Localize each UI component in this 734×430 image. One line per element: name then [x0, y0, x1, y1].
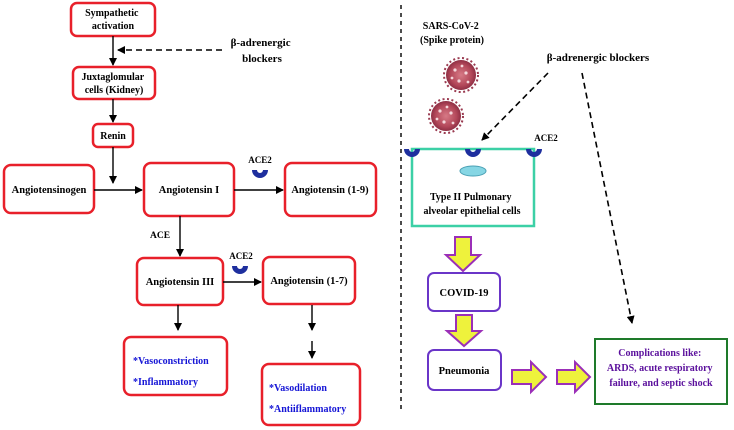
cell-label-line2: alveolar epithelial cells [423, 206, 520, 217]
complications-line1: Complications like: [618, 348, 701, 359]
covid-19-box [427, 272, 501, 312]
complications-line2: ARDS, acute respiratory [607, 363, 713, 374]
svg-text:Type II Pulmonary alveolar: Type II Pulmonary alveolar epithelial ce… [423, 192, 520, 217]
ace2-mid-label: ACE2 [229, 251, 253, 261]
angiotensinogen-label: Angiotensinogen [12, 185, 87, 196]
renin-label: Renin [100, 131, 126, 142]
svg-text:*Vasoconstriction *Inflamm: *Vasoconstriction *Inflammatory [133, 356, 211, 388]
angiotensinogen-box [2, 163, 96, 215]
angiotensin-1-7-label: Angiotensin (1-7) [270, 276, 348, 287]
juxtaglomular-line2: cells (Kidney) [85, 85, 144, 96]
beta-blocker-to-cell-arrow [481, 72, 549, 141]
ace2-top-label: ACE2 [248, 155, 272, 165]
svg-text:β-adrenergic blockers: β-adrenergic blockers [231, 37, 294, 65]
cell-nucleus-icon [459, 165, 487, 177]
effect-vasoconstriction: *Vasoconstriction [133, 356, 209, 367]
angiotensin-1-label: Angiotensin I [159, 185, 219, 196]
effects-left-box [122, 335, 229, 397]
beta-blockers-right-label: β-adrenergic blockers [547, 52, 650, 64]
block-arrow-right-2 [556, 359, 592, 395]
pneumonia-box [427, 349, 502, 391]
complications-line3: failure, and septic shock [609, 378, 713, 389]
beta-blockers-left-line2: blockers [242, 53, 282, 65]
virus-particle-bottom-icon [428, 98, 464, 134]
svg-text:SARS-CoV-2 (Spike protein): SARS-CoV-2 (Spike protein) [420, 21, 484, 46]
block-arrow-down-1 [443, 236, 483, 273]
angiotensin-1-9-label: Angiotensin (1-9) [291, 185, 369, 196]
svg-text:*Vasodilation *Antiiflamma: *Vasodilation *Antiiflammatory [269, 383, 346, 415]
juxtaglomular-line1: Juxtaglomular [81, 72, 144, 83]
ace2-receptor-icon [252, 170, 268, 178]
juxtaglomular-box [71, 65, 157, 101]
ace2-receptor-right-icon [526, 149, 542, 157]
virus-particle-top-icon [443, 57, 479, 93]
ace-label: ACE [150, 231, 170, 241]
angiotensin-1-9-box [283, 161, 378, 218]
effects-right-box [260, 362, 362, 427]
effect-antiinflammatory: *Antiiflammatory [269, 404, 346, 415]
ace2-right-label: ACE2 [534, 133, 558, 143]
cell-label-line1: Type II Pulmonary [430, 192, 512, 203]
effect-inflammatory: *Inflammatory [133, 377, 198, 388]
beta-blockers-left-line1: β-adrenergic [231, 37, 291, 49]
beta-blocker-to-complications-arrow [581, 72, 635, 324]
ace2-receptor-left-icon [404, 149, 420, 157]
spike-protein-label: (Spike protein) [420, 35, 484, 46]
alveolar-cell-box [410, 147, 536, 228]
ace2-receptor-mid-icon [232, 266, 248, 274]
pneumonia-label: Pneumonia [439, 366, 491, 377]
sars-cov-2-label: SARS-CoV-2 [423, 21, 479, 32]
svg-text:Sympathetic activation: Sympathetic activation [85, 8, 141, 32]
effect-vasodilation: *Vasodilation [269, 383, 327, 394]
ace2-receptor-center-icon [465, 149, 481, 157]
angiotensin-3-label: Angiotensin III [146, 277, 215, 288]
svg-text:Complications like: ARDS,: Complications like: ARDS, acute respirat… [607, 348, 715, 389]
sympathetic-line2: activation [92, 21, 135, 32]
complications-box [594, 338, 728, 405]
angiotensin-1-7-box [261, 255, 357, 306]
block-arrow-right-1 [511, 359, 548, 395]
covid-19-label: COVID-19 [440, 288, 489, 299]
sympathetic-line1: Sympathetic [85, 8, 139, 19]
svg-text:Juxtaglomular cells (Kidne: Juxtaglomular cells (Kidney) [81, 72, 146, 96]
block-arrow-down-2 [444, 314, 484, 348]
